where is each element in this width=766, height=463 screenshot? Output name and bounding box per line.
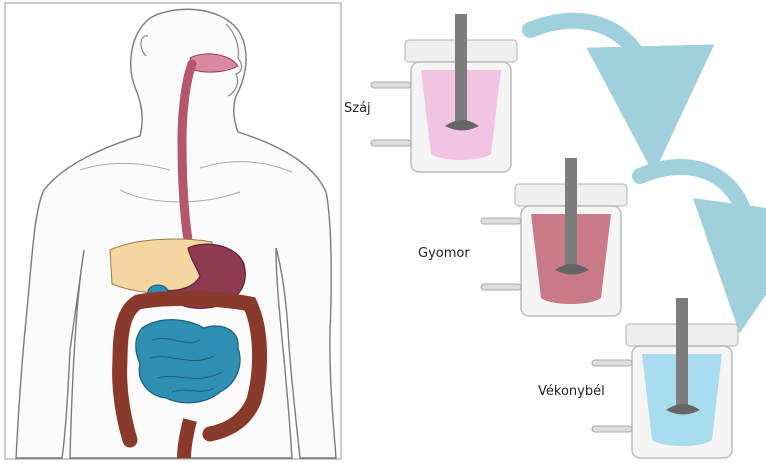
vessel-small-intestine [592,298,738,458]
stirrer-rod [455,14,467,124]
inlet-port-bottom [481,284,521,290]
vessel-mouth [371,14,517,172]
rectum [184,420,190,458]
curved-arrow-icon [530,21,652,110]
stirrer-rod [565,158,577,268]
stirrer-rod [676,298,688,408]
inlet-port-bottom [592,426,632,432]
inlet-port-top [481,218,521,224]
label-mouth: Száj [344,101,371,116]
curved-arrow-icon [640,167,750,270]
inlet-port-top [371,82,411,88]
label-stomach: Gyomor [418,246,470,261]
vessel-stomach [481,158,627,316]
inlet-port-top [592,360,632,366]
anatomy-panel [5,3,341,459]
inlet-port-bottom [371,140,411,146]
label-small-intestine: Vékonybél [538,384,605,399]
